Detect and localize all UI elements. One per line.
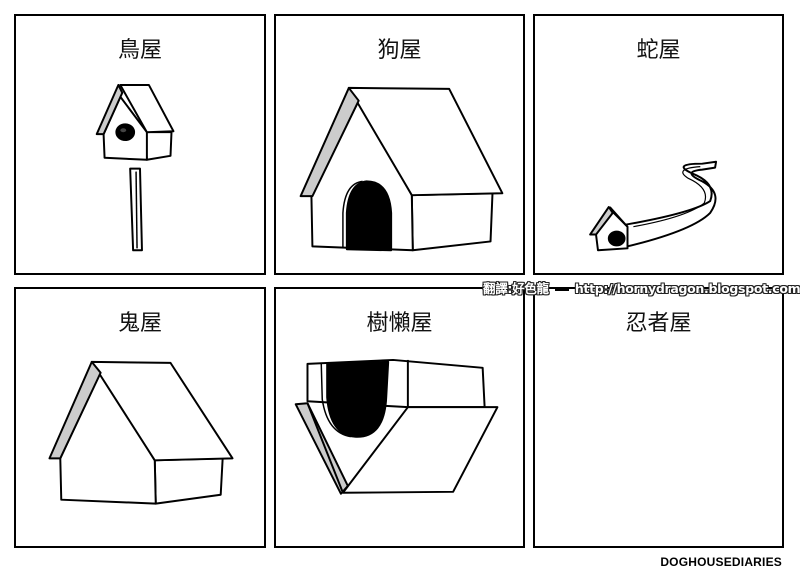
blog-url: http://hornydragon.blogspot.com xyxy=(574,281,800,296)
panel-title: 鬼屋 xyxy=(117,311,162,336)
panel-sloth-house: 樹懶屋 xyxy=(274,287,525,548)
separator xyxy=(554,288,569,291)
bird-house-drawing xyxy=(95,83,175,252)
translator-credit: 翻譯:好色龍 xyxy=(483,281,549,296)
panel-title: 蛇屋 xyxy=(636,38,681,63)
translator-watermark: 翻譯:好色龍 http://hornydragon.blogspot.com xyxy=(483,278,800,297)
dog-house-drawing xyxy=(299,86,504,252)
sloth-house-drawing xyxy=(294,358,499,495)
panel-title: 狗屋 xyxy=(377,38,422,63)
panel-ninja-house: 忍者屋 xyxy=(533,287,784,548)
panel-title: 鳥屋 xyxy=(117,38,162,63)
doghouse-diaries-credit: DOGHOUSEDIARIES xyxy=(660,555,782,569)
panel-snake-house: 蛇屋 xyxy=(533,14,784,275)
snake-house-drawing xyxy=(589,160,718,252)
panel-title: 樹懶屋 xyxy=(366,311,433,336)
panel-ghost-house: 鬼屋 xyxy=(14,287,266,548)
panel-title: 忍者屋 xyxy=(625,311,692,336)
panel-bird-house: 鳥屋 xyxy=(14,14,266,275)
ghost-house-drawing xyxy=(48,360,234,505)
panel-dog-house: 狗屋 xyxy=(274,14,525,275)
